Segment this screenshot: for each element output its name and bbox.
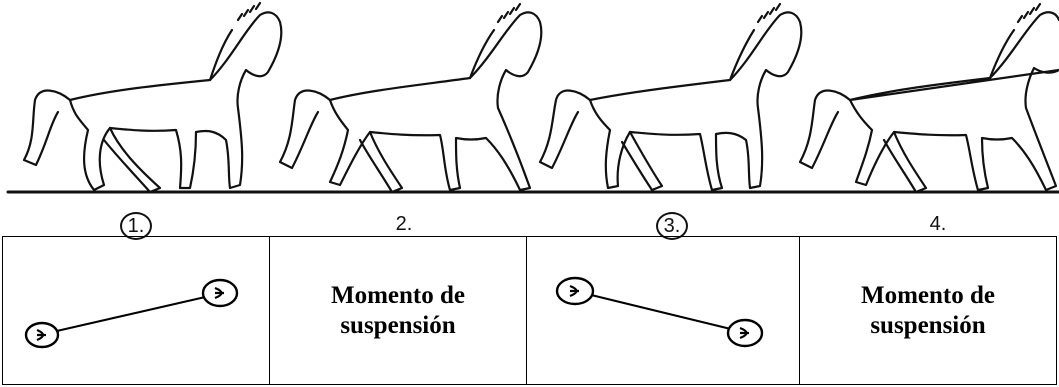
horse-1: [22, 1, 283, 194]
suspension-line-1: Momento de: [331, 281, 465, 309]
footfall-cell-1: [2, 236, 270, 385]
footfall-cell-2: Momento de suspensión: [269, 236, 527, 385]
footfall-cell-3: [526, 236, 800, 385]
suspension-line-2: suspensión: [340, 311, 456, 339]
horse-4: [798, 2, 1059, 194]
horse-3: [538, 2, 803, 192]
diagonal-pair-diagram-1: [24, 278, 239, 348]
step-4-label: 4.: [929, 213, 947, 235]
horse-2: [278, 2, 543, 194]
suspension-line-2: suspensión: [870, 311, 986, 339]
suspension-line-1: Momento de: [861, 281, 995, 309]
horse-illustration-strip: [6, 1, 1059, 194]
footfall-cell-4: Momento de suspensión: [799, 236, 1057, 385]
step-2-label: 2.: [395, 213, 413, 235]
diagonal-pair-diagram-3: [555, 276, 764, 347]
footfall-row: Momento de suspensión Momento de suspens…: [2, 236, 1057, 385]
footfall-table: Momento de suspensión Momento de suspens…: [2, 236, 1057, 385]
